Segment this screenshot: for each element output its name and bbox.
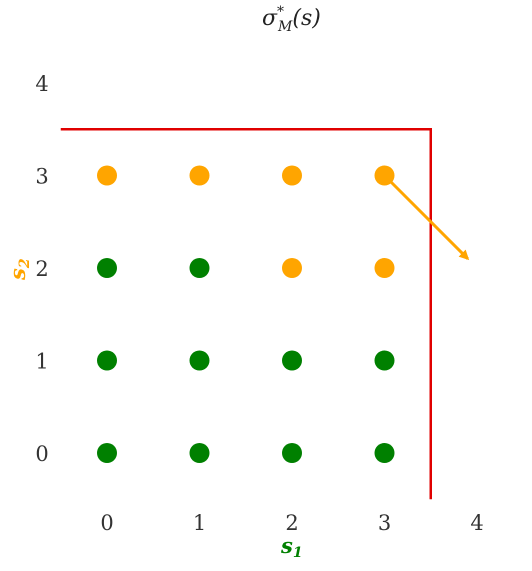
point-orange	[282, 258, 302, 278]
y-axis-label: s2	[5, 258, 33, 281]
x-tick-labels: 0 1 2 3 4	[100, 511, 483, 535]
point-green	[189, 350, 210, 371]
direction-arrow	[383, 174, 470, 261]
plot-title: σ*M(s)	[262, 4, 321, 35]
y-tick-label: 4	[35, 72, 48, 96]
x-axis-label: s1	[280, 533, 303, 561]
state-points	[97, 165, 395, 463]
point-orange	[282, 165, 302, 186]
point-green	[97, 258, 117, 278]
point-green	[97, 350, 117, 371]
boundary-line	[60, 128, 432, 500]
point-green	[282, 350, 302, 371]
point-orange	[189, 165, 210, 186]
point-orange	[374, 258, 395, 278]
x-tick-label: 3	[378, 511, 391, 535]
x-tick-label: 0	[100, 511, 113, 535]
point-green	[282, 443, 302, 463]
x-tick-label: 4	[470, 511, 483, 535]
y-tick-label: 2	[35, 257, 48, 281]
x-tick-label: 2	[285, 511, 298, 535]
y-tick-label: 3	[35, 165, 48, 189]
point-green	[189, 443, 210, 463]
y-tick-labels: 0 1 2 3 4	[35, 72, 48, 466]
point-orange	[97, 165, 117, 186]
point-green	[374, 443, 395, 463]
y-tick-label: 1	[35, 350, 48, 374]
x-tick-label: 1	[193, 511, 206, 535]
point-green	[97, 443, 117, 463]
point-green	[374, 350, 395, 371]
point-green	[189, 258, 210, 278]
y-tick-label: 0	[35, 442, 48, 466]
